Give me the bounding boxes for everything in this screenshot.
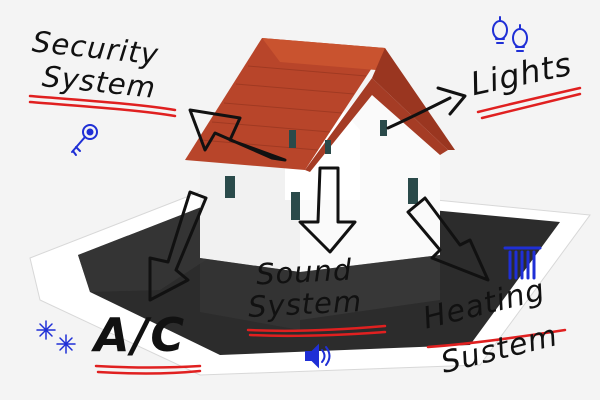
arrow-to-sound [298,166,357,254]
sound-system-label-line2: System [247,284,363,324]
sound-underline [246,324,387,338]
lights-underline [476,86,582,120]
snowflake-icon [36,320,76,354]
arrow-to-security [188,108,287,162]
security-underline [28,94,177,118]
speaker-icon [305,343,331,369]
arrow-to-ac [148,190,208,302]
arrow-to-heating [406,196,490,282]
heating-underline [426,328,567,349]
ac-label: A/C [94,308,187,362]
model-house [185,38,455,330]
radiator-icon [503,246,542,280]
key-icon [71,124,98,156]
ac-underline [94,364,202,375]
arrow-to-lights [386,86,467,130]
light-bulbs-icon [492,16,528,52]
